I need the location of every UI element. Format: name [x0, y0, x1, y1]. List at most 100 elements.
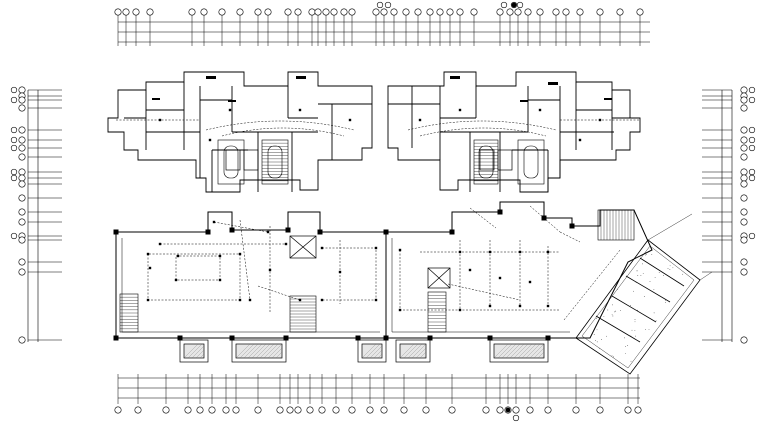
axis-bubble — [741, 219, 747, 225]
fixture — [299, 109, 301, 111]
column — [178, 336, 182, 340]
axis-bubble — [11, 137, 17, 143]
top-dimension-lines — [118, 14, 650, 46]
wing-dot — [651, 254, 652, 255]
axis-bubble — [573, 407, 579, 413]
axis-bubble — [741, 169, 747, 175]
fixture — [499, 277, 501, 279]
axis-bubble — [19, 209, 25, 215]
axis-bubble — [617, 9, 623, 15]
wing-dot — [665, 302, 666, 303]
axis-bubble — [515, 9, 521, 15]
fixture — [375, 299, 377, 301]
wing-dot — [630, 305, 631, 306]
wing-dot — [627, 345, 628, 346]
wing-dot — [635, 336, 636, 337]
wing-dot — [641, 275, 642, 276]
podium-center-stair — [290, 292, 446, 332]
wing-dot — [615, 311, 616, 312]
axis-bubble — [749, 137, 755, 143]
column — [356, 336, 360, 340]
axis-bubble — [563, 9, 569, 15]
top-axis-bubbles — [115, 2, 643, 15]
fixture — [349, 119, 351, 121]
axis-bubble — [19, 127, 25, 133]
axis-bubble — [597, 407, 603, 413]
axis-bubble — [11, 169, 17, 175]
fixture — [489, 305, 491, 307]
upper-wiring-arcs — [116, 120, 640, 136]
fixture — [177, 255, 179, 257]
axis-bubble — [525, 9, 531, 15]
right-dimension-lines — [702, 90, 732, 342]
axis-bubble — [373, 9, 379, 15]
fixture — [599, 119, 601, 121]
axis-bubble — [349, 407, 355, 413]
axis-bubble — [307, 407, 313, 413]
column — [230, 336, 234, 340]
axis-bubble — [285, 9, 291, 15]
axis-bubble — [545, 407, 551, 413]
axis-bubble — [527, 407, 533, 413]
fixture — [159, 119, 161, 121]
axis-bubble — [19, 105, 25, 111]
column — [284, 336, 288, 340]
axis-bubble — [501, 2, 507, 8]
axis-bubble — [189, 9, 195, 15]
fixture — [209, 139, 211, 141]
axis-bubble-filled — [512, 3, 517, 8]
axis-bubble — [597, 9, 603, 15]
wing-dot — [596, 318, 597, 319]
fixture — [529, 281, 531, 283]
fixture — [547, 305, 549, 307]
axis-bubble — [19, 337, 25, 343]
fixture — [547, 251, 549, 253]
axis-bubble — [741, 195, 747, 201]
wing-dot — [597, 342, 598, 343]
axis-bubble — [749, 169, 755, 175]
bottom-axis-bubbles — [115, 407, 641, 421]
wing-dot — [604, 316, 605, 317]
fixture — [321, 247, 323, 249]
axis-bubble — [437, 9, 443, 15]
column — [384, 336, 388, 340]
axis-bubble — [457, 9, 463, 15]
wing-dot — [635, 321, 636, 322]
axis-bubble — [265, 9, 271, 15]
fixture — [149, 267, 151, 269]
fixture — [299, 299, 301, 301]
fixture — [267, 231, 269, 233]
wing-dot — [597, 329, 598, 330]
wing-dot — [643, 273, 644, 274]
room-tags — [152, 76, 612, 102]
fixture — [459, 109, 461, 111]
axis-bubble — [513, 415, 519, 421]
axis-bubble — [741, 181, 747, 187]
fixture — [147, 253, 149, 255]
axis-bubble — [19, 269, 25, 275]
left-axis-bubbles — [11, 87, 25, 343]
axis-bubble — [741, 87, 747, 93]
fixture — [219, 279, 221, 281]
fixture — [321, 299, 323, 301]
podium-corner-stair — [598, 210, 634, 240]
axis-bubble — [19, 237, 25, 243]
axis-bubble — [381, 407, 387, 413]
fixture — [229, 109, 231, 111]
axis-bubble — [749, 97, 755, 103]
wing-dot — [612, 314, 613, 315]
axis-bubble — [447, 9, 453, 15]
wing-dot — [635, 319, 636, 320]
fixture — [269, 269, 271, 271]
axis-bubble — [507, 9, 513, 15]
axis-bubble — [123, 9, 129, 15]
bottom-dimension-lines — [118, 374, 640, 404]
axis-bubble — [287, 407, 293, 413]
axis-bubble — [385, 2, 391, 8]
fixture — [375, 247, 377, 249]
fixture — [147, 299, 149, 301]
fixture — [419, 119, 421, 121]
right-axis-bubbles — [741, 87, 755, 343]
axis-bubble — [741, 209, 747, 215]
fixture — [285, 243, 287, 245]
